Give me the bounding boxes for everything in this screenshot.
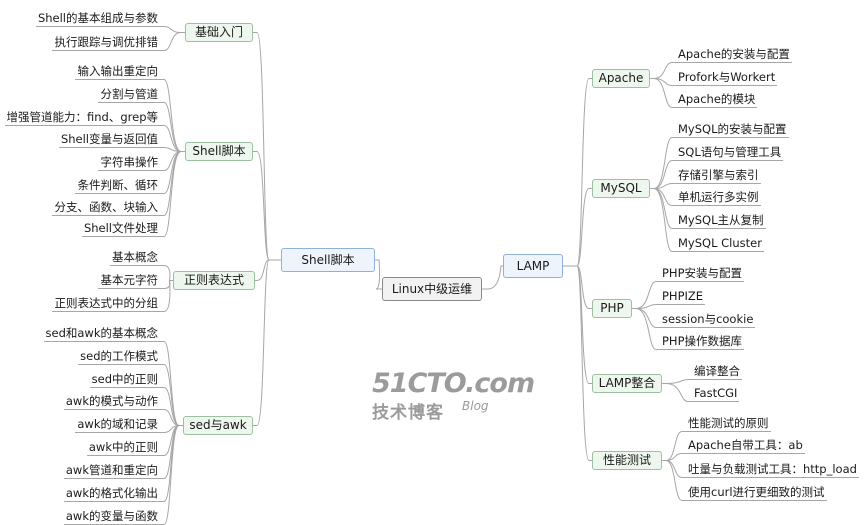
leaf-node[interactable]: 基本概念 <box>112 250 158 264</box>
leaf-node[interactable]: 编译整合 <box>694 364 740 378</box>
connector-left-leaf <box>52 32 185 51</box>
leaf-node[interactable]: 增强管道能力：find、grep等 <box>6 110 158 124</box>
leaf-node[interactable]: MySQL的安装与配置 <box>678 122 787 136</box>
connector-left-leaf <box>82 151 185 237</box>
watermark-logo: 51CTO.com <box>372 368 535 399</box>
connector-right-leaf <box>650 188 764 252</box>
leaf-node[interactable]: 吐量与负载测试工具：http_load <box>688 462 857 476</box>
branch-performance-test[interactable]: 性能测试 <box>592 451 662 470</box>
leaf-node[interactable]: Profork与Workert <box>678 70 776 84</box>
leaf-node[interactable]: awk的变量与函数 <box>65 509 158 523</box>
connector-right-leaf <box>662 453 805 461</box>
leaf-node[interactable]: awk的格式化输出 <box>65 486 158 500</box>
leaf-node[interactable]: 分支、函数、块输入 <box>54 200 159 214</box>
connector-right-leaf <box>662 379 742 384</box>
leaf-node[interactable]: Shell的基本组成与参数 <box>37 11 158 25</box>
leaf-node[interactable]: 正则表达式中的分组 <box>54 296 159 310</box>
branch-basics[interactable]: 基础入门 <box>185 23 253 42</box>
connector-right-branch <box>563 78 592 267</box>
connector-right-branch <box>563 265 592 384</box>
watermark-blog: Blog <box>462 399 489 413</box>
leaf-node[interactable]: SQL语句与管理工具 <box>678 145 782 159</box>
leaf-node[interactable]: PHP安装与配置 <box>662 266 743 280</box>
branch-shell-script[interactable]: Shell脚本 <box>185 142 253 161</box>
connector-left-branch <box>253 151 281 261</box>
leaf-node[interactable]: FastCGI <box>694 386 738 400</box>
connector-right-leaf <box>650 78 757 108</box>
connector-left-leaf <box>36 26 185 33</box>
branch-php[interactable]: PHP <box>592 299 632 318</box>
leaf-node[interactable]: PHPIZE <box>662 289 704 303</box>
connector-right-branch <box>563 265 592 309</box>
connector-right-branch <box>563 188 592 267</box>
leaf-node[interactable]: 字符串操作 <box>100 155 159 169</box>
leaf-node[interactable]: PHP操作数据库 <box>662 334 743 348</box>
connector-left-branch <box>253 32 281 261</box>
branch-sed-awk[interactable]: sed与awk <box>183 416 253 435</box>
leaf-node[interactable]: awk管道和重定向 <box>65 463 158 477</box>
connector-left-leaf <box>52 280 173 312</box>
leaf-node[interactable]: 使用curl进行更细致的测试 <box>688 485 825 499</box>
leaf-node[interactable]: Shell变量与返回值 <box>60 132 158 146</box>
branch-lamp-integration[interactable]: LAMP整合 <box>592 374 662 393</box>
connector-left-branch <box>253 259 281 426</box>
leaf-node[interactable]: 基本元字符 <box>100 273 159 287</box>
branch-mysql[interactable]: MySQL <box>592 179 650 198</box>
leaf-node[interactable]: MySQL主从复制 <box>678 213 764 227</box>
connector-right-leaf <box>662 383 739 402</box>
leaf-node[interactable]: 执行跟踪与调优排错 <box>54 35 159 49</box>
connector-left-leaf <box>59 147 185 152</box>
leaf-node[interactable]: Apache的模块 <box>678 92 756 106</box>
connector-right-leaf <box>662 460 827 501</box>
connector-left-leaf <box>64 425 183 525</box>
connector-root-left <box>375 259 382 290</box>
leaf-node[interactable]: Shell文件处理 <box>83 221 158 235</box>
leaf-node[interactable]: MySQL Cluster <box>678 236 762 250</box>
leaf-node[interactable]: awk中的正则 <box>88 440 158 454</box>
leaf-node[interactable]: 存储引擎与索引 <box>678 168 759 182</box>
leaf-node[interactable]: session与cookie <box>662 312 754 326</box>
leaf-node[interactable]: 输入输出重定向 <box>77 64 159 78</box>
leaf-node[interactable]: 性能测试的原则 <box>688 416 769 430</box>
connector-root-right <box>482 265 503 290</box>
root-node[interactable]: Linux中级运维 <box>382 277 482 301</box>
leaf-node[interactable]: awk的域和记录 <box>77 417 158 431</box>
leaf-node[interactable]: 条件判断、循环 <box>77 178 159 192</box>
connector-left-leaf <box>44 341 183 426</box>
connector-right-leaf <box>650 183 761 189</box>
hub-node-shell[interactable]: Shell脚本 <box>281 248 375 272</box>
hub-node-lamp[interactable]: LAMP <box>503 254 563 278</box>
branch-regex[interactable]: 正则表达式 <box>173 271 255 290</box>
leaf-node[interactable]: sed中的正则 <box>91 372 158 386</box>
leaf-node[interactable]: sed的工作模式 <box>80 349 158 363</box>
leaf-node[interactable]: awk的模式与动作 <box>65 394 158 408</box>
leaf-node[interactable]: sed和awk的基本概念 <box>45 326 158 340</box>
connector-right-leaf <box>632 308 744 350</box>
leaf-node[interactable]: Apache的安装与配置 <box>678 47 790 61</box>
leaf-node[interactable]: 单机运行多实例 <box>678 190 759 204</box>
leaf-node[interactable]: Apache自带工具：ab <box>688 438 803 452</box>
branch-apache[interactable]: Apache <box>592 69 650 88</box>
connector-right-branch <box>563 265 592 461</box>
watermark-subtitle: 技术博客 <box>372 403 444 423</box>
leaf-node[interactable]: 分割与管道 <box>100 87 159 101</box>
